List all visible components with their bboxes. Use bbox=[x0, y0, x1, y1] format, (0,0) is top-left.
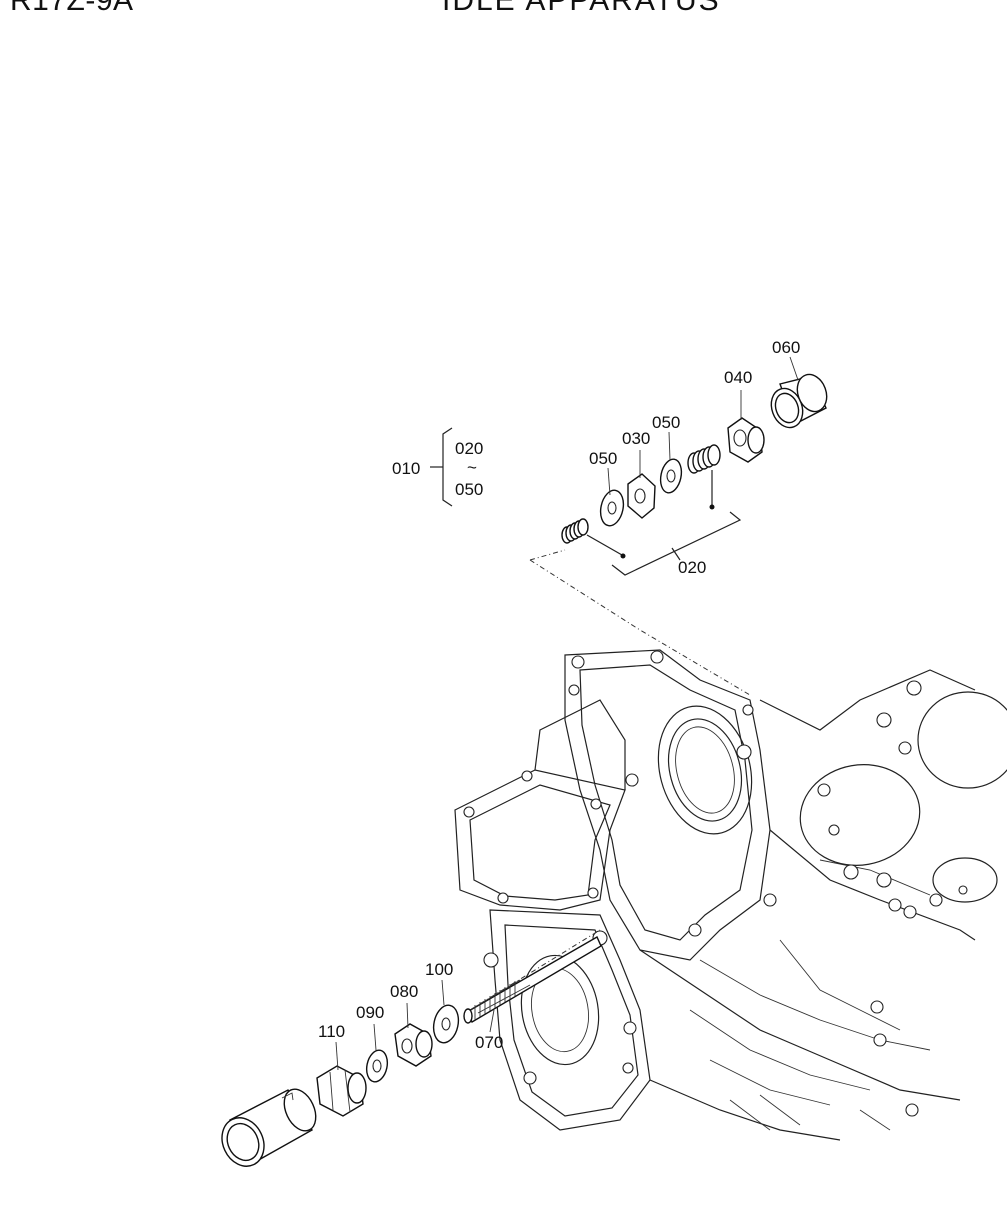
callout-group-to: 050 bbox=[455, 480, 483, 499]
diagram-title: IDLE APPARATUS bbox=[442, 0, 721, 17]
callout-100: 100 bbox=[425, 960, 453, 979]
callout-090: 090 bbox=[356, 1003, 384, 1022]
upper-callout-leaders bbox=[607, 356, 799, 496]
washer-100 bbox=[432, 1004, 460, 1044]
callout-020: 020 bbox=[678, 558, 706, 577]
engine-block-housing bbox=[454, 649, 1007, 1141]
washer-050-left bbox=[599, 489, 625, 527]
lower-callout-leaders bbox=[335, 979, 495, 1071]
callout-labels: 010 020 ~ 050 050 030 050 040 060 020 10… bbox=[318, 338, 800, 1052]
bracket-020 bbox=[611, 511, 742, 576]
stud-070 bbox=[463, 936, 602, 1024]
callout-group-tilde: ~ bbox=[467, 458, 477, 477]
small-spring bbox=[561, 518, 589, 544]
group-bracket-010 bbox=[430, 427, 453, 507]
upper-idle-parts bbox=[561, 373, 828, 576]
nut-030 bbox=[627, 473, 656, 519]
callout-030: 030 bbox=[622, 429, 650, 448]
callout-040: 040 bbox=[724, 368, 752, 387]
callout-050-left: 050 bbox=[589, 449, 617, 468]
callout-080: 080 bbox=[390, 982, 418, 1001]
callout-110: 110 bbox=[318, 1022, 345, 1041]
spring-leader-left bbox=[586, 534, 623, 556]
nut-040 bbox=[727, 417, 765, 463]
leader-020 bbox=[671, 547, 681, 561]
callout-050-right: 050 bbox=[652, 413, 680, 432]
acorn-nut-110 bbox=[316, 1065, 367, 1117]
washer-090 bbox=[365, 1049, 389, 1083]
nut-080 bbox=[394, 1023, 433, 1067]
model-number: R17Z-9A bbox=[10, 0, 134, 17]
assembly-center-lines bbox=[469, 549, 751, 1011]
callout-060: 060 bbox=[772, 338, 800, 357]
washer-050-right bbox=[659, 458, 683, 494]
callout-010: 010 bbox=[392, 459, 420, 478]
callout-070: 070 bbox=[475, 1033, 503, 1052]
lower-idle-parts bbox=[221, 936, 602, 1167]
leader-dot-right bbox=[709, 504, 715, 510]
callout-group-from: 020 bbox=[455, 439, 483, 458]
leader-dot-left bbox=[620, 553, 626, 559]
cap-060 bbox=[770, 373, 828, 429]
spring-020 bbox=[687, 444, 721, 474]
cap-sleeve bbox=[221, 1088, 317, 1167]
